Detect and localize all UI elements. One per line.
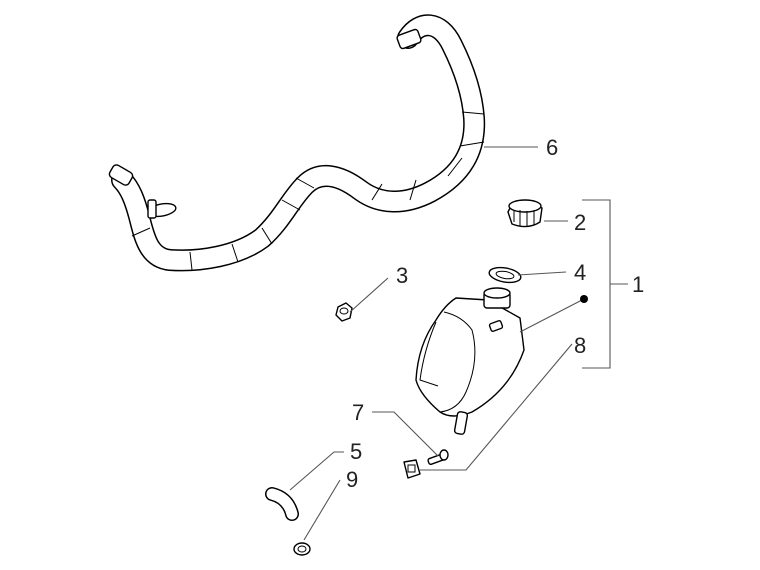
screw-part-7 xyxy=(427,449,449,466)
coolant-hose-part-6 xyxy=(108,14,486,272)
callout-9: 9 xyxy=(346,467,358,492)
callout-3: 3 xyxy=(396,263,408,288)
hose-clamp-part-9 xyxy=(293,542,311,556)
callout-7: 7 xyxy=(352,400,364,425)
clip-part-8 xyxy=(403,459,421,479)
tank-cap-part-2 xyxy=(507,199,543,228)
short-hose-part-5 xyxy=(265,487,299,521)
callout-2: 2 xyxy=(574,210,586,235)
gasket-part-4 xyxy=(488,266,522,284)
callout-1: 1 xyxy=(632,272,644,297)
nut-part-3 xyxy=(335,302,353,322)
leader-lines xyxy=(289,146,628,541)
callout-4: 4 xyxy=(574,260,586,285)
callout-6: 6 xyxy=(546,135,558,160)
reference-dot xyxy=(580,295,588,303)
callout-5: 5 xyxy=(350,439,362,464)
expansion-tank xyxy=(415,287,525,435)
callout-8: 8 xyxy=(574,333,586,358)
